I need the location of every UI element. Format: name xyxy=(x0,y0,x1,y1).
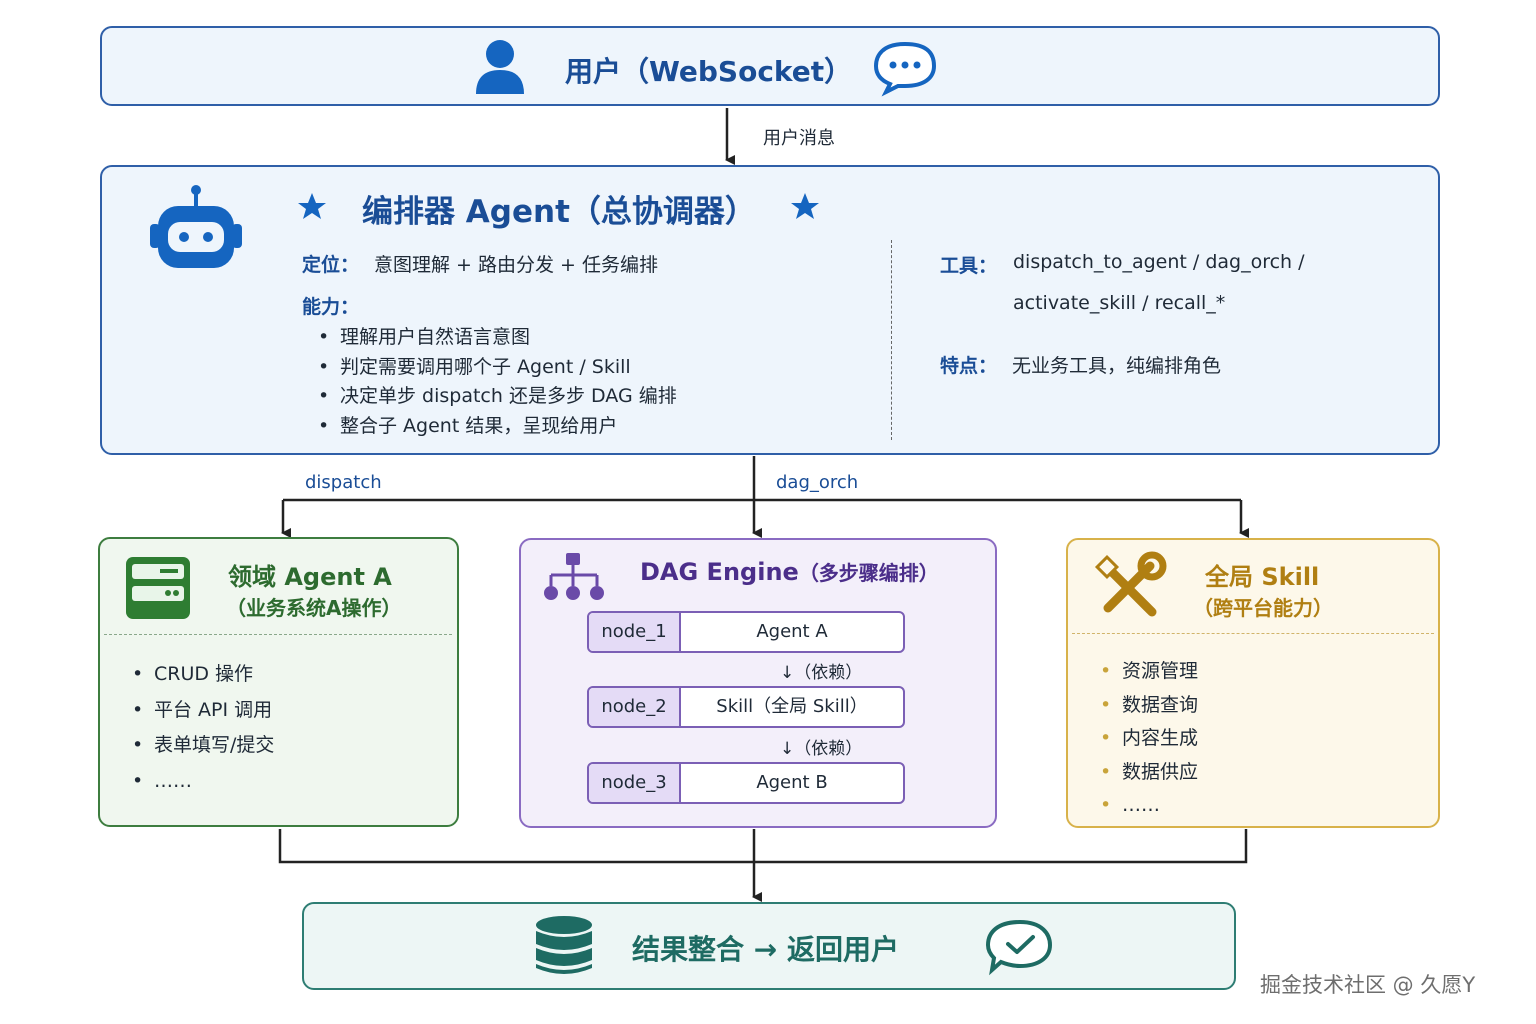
domain-agent-list: CRUD 操作 平台 API 调用 表单填写/提交 …… xyxy=(128,657,274,799)
line-merge xyxy=(278,829,1248,864)
list-item: …… xyxy=(128,764,274,800)
position-text: 意图理解 + 路由分发 + 任务编排 xyxy=(374,254,658,276)
global-skill-list: 资源管理 数据查询 内容生成 数据供应 …… xyxy=(1096,655,1198,823)
dag-node-value: Agent A xyxy=(756,621,828,642)
list-item: 整合子 Agent 结果，呈现给用户 xyxy=(314,412,677,442)
list-item: 理解用户自然语言意图 xyxy=(314,323,677,353)
list-item: 数据查询 xyxy=(1096,689,1198,723)
dag-engine-title-suffix: （多步骤编排） xyxy=(798,561,939,585)
edge-label-dag-orch: dag_orch xyxy=(776,472,859,493)
result-box xyxy=(302,902,1236,990)
tools-line-2: activate_skill / recall_* xyxy=(1013,292,1226,314)
list-item: 内容生成 xyxy=(1096,722,1198,756)
domain-agent-title: 领域 Agent A xyxy=(228,563,392,591)
feature-text: 无业务工具，纯编排角色 xyxy=(1012,355,1222,377)
dag-node: node_1 Agent A xyxy=(587,611,905,653)
dag-engine-title: DAG Engine（多步骤编排） xyxy=(640,557,939,586)
dag-engine-title-main: DAG Engine xyxy=(640,558,799,586)
dag-node-value: Agent B xyxy=(756,772,828,793)
user-box xyxy=(100,26,1440,106)
ability-list: 理解用户自然语言意图 判定需要调用哪个子 Agent / Skill 决定单步 … xyxy=(314,323,677,441)
list-item: 资源管理 xyxy=(1096,655,1198,689)
dag-node-id: node_3 xyxy=(589,764,681,802)
orchestrator-box xyxy=(100,165,1440,455)
tools-line-1: dispatch_to_agent / dag_orch / xyxy=(1013,251,1305,273)
list-item: 决定单步 dispatch 还是多步 DAG 编排 xyxy=(314,382,677,412)
list-item: 数据供应 xyxy=(1096,756,1198,790)
ability-label: 能力： xyxy=(302,296,360,318)
list-item: CRUD 操作 xyxy=(128,657,274,693)
orchestrator-divider xyxy=(891,240,892,440)
dag-dependency-label: ↓（依赖） xyxy=(780,663,863,683)
dag-node-id: node_1 xyxy=(589,613,681,651)
dag-node-id: node_2 xyxy=(589,688,681,726)
list-item: 平台 API 调用 xyxy=(128,693,274,729)
position-label: 定位： xyxy=(302,254,360,276)
global-skill-divider xyxy=(1072,633,1434,634)
list-item: 表单填写/提交 xyxy=(128,728,274,764)
tools-label: 工具： xyxy=(940,255,998,277)
dag-node-value: Skill（全局 Skill） xyxy=(716,696,868,717)
feature-label: 特点： xyxy=(940,355,998,377)
global-skill-subtitle: （跨平台能力） xyxy=(1193,596,1333,620)
watermark: 掘金技术社区 @ 久愿Y xyxy=(1260,973,1476,997)
list-item: 判定需要调用哪个子 Agent / Skill xyxy=(314,353,677,383)
edge-label-user-message: 用户消息 xyxy=(763,128,835,149)
edge-label-dispatch: dispatch xyxy=(305,472,382,493)
domain-agent-divider xyxy=(104,634,452,635)
dag-node: node_2 Skill（全局 Skill） xyxy=(587,686,905,728)
dag-dependency-label: ↓（依赖） xyxy=(780,739,863,759)
global-skill-title: 全局 Skill xyxy=(1205,563,1320,591)
orchestrator-title: 编排器 Agent（总协调器） xyxy=(362,194,756,230)
dag-node: node_3 Agent B xyxy=(587,762,905,804)
domain-agent-subtitle: （业务系统A操作） xyxy=(226,596,402,620)
result-title: 结果整合 → 返回用户 xyxy=(632,933,899,966)
user-title: 用户（WebSocket） xyxy=(565,55,853,88)
list-item: …… xyxy=(1096,789,1198,823)
